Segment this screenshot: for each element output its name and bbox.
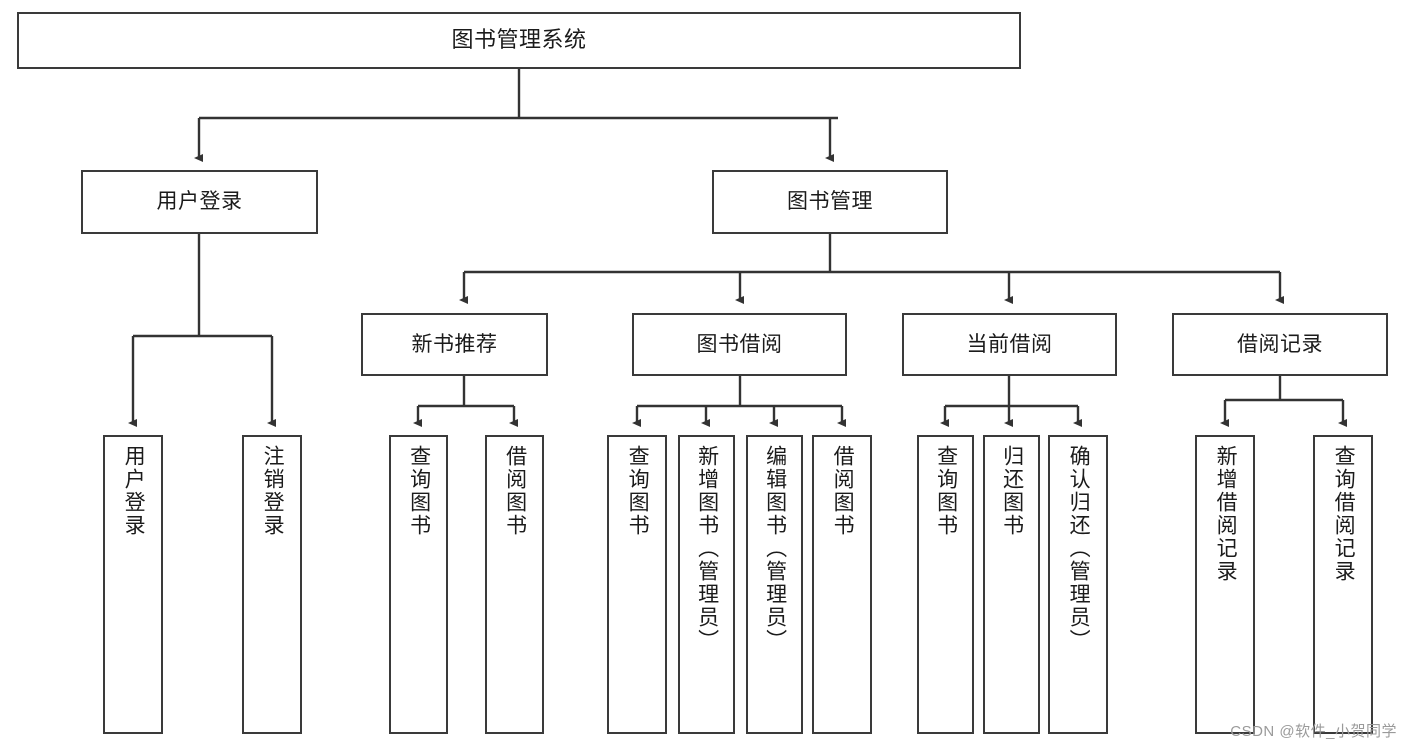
node-new-book-recommend[interactable]: 新书推荐	[361, 313, 548, 376]
node-label: 编辑图书（管理员）	[763, 445, 787, 652]
node-label: 确认归还（管理员）	[1067, 445, 1091, 652]
node-label: 图书管理	[787, 190, 873, 214]
node-label: 借阅记录	[1237, 332, 1323, 356]
node-root-system[interactable]: 图书管理系统	[17, 12, 1021, 69]
node-label: 借阅图书	[503, 445, 527, 537]
leaf-borrow-borrow-book[interactable]: 借阅图书	[812, 435, 872, 734]
node-label: 图书借阅	[696, 332, 783, 356]
leaf-current-confirm-return-admin[interactable]: 确认归还（管理员）	[1048, 435, 1108, 734]
leaf-current-query-book[interactable]: 查询图书	[917, 435, 974, 734]
leaf-record-query-record[interactable]: 查询借阅记录	[1313, 435, 1373, 734]
node-label: 当前借阅	[966, 332, 1053, 356]
node-label: 用户登录	[156, 190, 243, 214]
node-label: 查询图书	[934, 445, 958, 537]
leaf-user-login[interactable]: 用户登录	[103, 435, 163, 734]
node-book-management[interactable]: 图书管理	[712, 170, 948, 234]
leaf-record-add-record[interactable]: 新增借阅记录	[1195, 435, 1255, 734]
node-label: 查询图书	[626, 445, 650, 537]
node-label: 查询图书	[407, 445, 431, 537]
node-label: 图书管理系统	[451, 27, 587, 53]
node-label: 借阅图书	[831, 445, 855, 537]
leaf-recommend-borrow-book[interactable]: 借阅图书	[485, 435, 544, 734]
node-label: 归还图书	[1000, 445, 1024, 537]
leaf-current-return-book[interactable]: 归还图书	[983, 435, 1040, 734]
leaf-borrow-edit-book-admin[interactable]: 编辑图书（管理员）	[746, 435, 803, 734]
node-label: 注销登录	[261, 445, 285, 537]
node-user-login[interactable]: 用户登录	[81, 170, 318, 234]
node-label: 用户登录	[122, 445, 146, 537]
node-label: 新增图书（管理员）	[695, 445, 719, 652]
node-label: 新增借阅记录	[1214, 445, 1238, 583]
leaf-user-logout[interactable]: 注销登录	[242, 435, 302, 734]
node-current-borrow[interactable]: 当前借阅	[902, 313, 1117, 376]
leaf-recommend-query-book[interactable]: 查询图书	[389, 435, 448, 734]
node-label: 查询借阅记录	[1332, 445, 1356, 583]
leaf-borrow-add-book-admin[interactable]: 新增图书（管理员）	[678, 435, 735, 734]
watermark: CSDN @软件_小贺同学	[1230, 723, 1397, 740]
node-borrow-record[interactable]: 借阅记录	[1172, 313, 1388, 376]
leaf-borrow-query-book[interactable]: 查询图书	[607, 435, 667, 734]
node-label: 新书推荐	[411, 332, 498, 356]
node-book-borrow[interactable]: 图书借阅	[632, 313, 847, 376]
